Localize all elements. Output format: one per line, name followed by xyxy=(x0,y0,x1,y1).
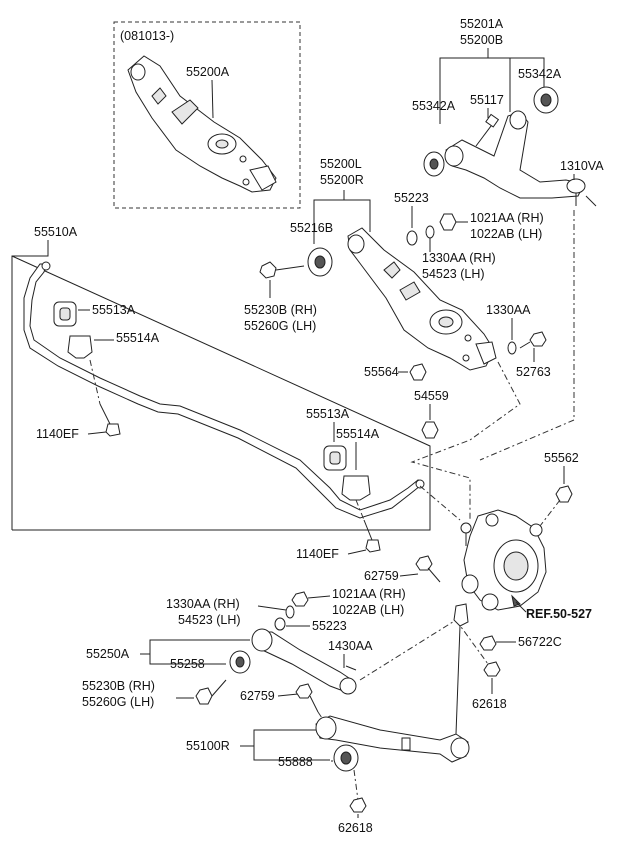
bolt-55230B-top xyxy=(259,261,305,279)
bushing-55888 xyxy=(333,744,359,772)
bolt-55117 xyxy=(475,113,500,147)
upper-arm-group: 55201A 55200B 55342A 55342A 55117 xyxy=(412,17,604,207)
bushing-55513A-left xyxy=(53,301,77,327)
label-1021AA-top: 1021AA (RH) xyxy=(470,211,544,225)
bolt-1140EF-left xyxy=(99,403,121,437)
inset-panel: (081013-) 55200A xyxy=(113,21,301,209)
label-55510A: 55510A xyxy=(34,225,78,239)
label-1330AA-low: 1330AA (RH) xyxy=(166,597,240,611)
bracket-55514A-left xyxy=(67,335,93,359)
lower-cluster: 62759 1330AA (RH) 54523 (LH) 1021AA (RH)… xyxy=(82,555,562,835)
label-55342A-right: 55342A xyxy=(518,67,562,81)
link-connectors: 54559 xyxy=(410,210,575,521)
bolt-55230B-low xyxy=(195,679,227,705)
label-55230B-top: 55230B (RH) xyxy=(244,303,317,317)
nut-1330AA-low xyxy=(285,605,295,619)
label-55514A-left: 55514A xyxy=(116,331,160,345)
label-1430AA: 1430AA xyxy=(328,639,373,653)
inset-date-code: (081013-) xyxy=(120,29,174,43)
bushing-55258 xyxy=(229,650,251,674)
bolt-62759-upper xyxy=(415,555,441,583)
label-55100R: 55100R xyxy=(186,739,230,753)
label-1330AA-mid: 1330AA xyxy=(486,303,531,317)
label-1022AB-low: 1022AB (LH) xyxy=(332,603,404,617)
label-62759-upper: 62759 xyxy=(364,569,399,583)
label-55200L: 55200L xyxy=(320,157,362,171)
label-55200B: 55200B xyxy=(460,33,503,47)
label-54559: 54559 xyxy=(414,389,449,403)
washer-55223-top xyxy=(406,230,418,246)
label-1140EF-left: 1140EF xyxy=(36,427,79,441)
label-55514A-right: 55514A xyxy=(336,427,380,441)
bushing-55513A-right xyxy=(323,445,347,471)
bolt-52763 xyxy=(519,331,547,349)
label-55260G-top: 55260G (LH) xyxy=(244,319,316,333)
label-55888: 55888 xyxy=(278,755,313,769)
nut-1021AA-top xyxy=(439,213,457,231)
label-55117: 55117 xyxy=(470,93,504,107)
bushing-55216B xyxy=(307,247,333,277)
link-55250A xyxy=(251,628,357,695)
label-62759-lower: 62759 xyxy=(240,689,275,703)
nut-62618-lower xyxy=(349,797,367,813)
label-1021AA-low: 1021AA (RH) xyxy=(332,587,406,601)
label-55216B: 55216B xyxy=(290,221,333,235)
label-1022AB-top: 1022AB (LH) xyxy=(470,227,542,241)
mid-hardware-group: 55223 1021AA (RH) 1022AB (LH) 1330AA (RH… xyxy=(394,191,544,281)
knuckle-group: REF.50-527 55562 xyxy=(460,451,592,621)
label-54523-low: 54523 (LH) xyxy=(178,613,241,627)
label-55201A: 55201A xyxy=(460,17,504,31)
inset-lower-arm xyxy=(127,55,277,193)
label-55223-top: 55223 xyxy=(394,191,429,205)
label-55513A-right: 55513A xyxy=(306,407,350,421)
label-1140EF-right: 1140EF xyxy=(296,547,339,561)
lower-arm-group: 55200L 55200R 55216B 55230B (RH) 55260G … xyxy=(244,157,551,381)
label-55342A-left: 55342A xyxy=(412,99,456,113)
label-52763: 52763 xyxy=(516,365,551,379)
label-55223-low: 55223 xyxy=(312,619,347,633)
stabilizer-bar-group: 55510A 55513A 55514A 1140EF 55513A xyxy=(11,225,431,561)
label-55230B-low: 55230B (RH) xyxy=(82,679,155,693)
nut-56722C xyxy=(479,635,497,651)
nut-55562 xyxy=(555,485,573,503)
label-1310VA: 1310VA xyxy=(560,159,604,173)
label-55260G-low: 55260G (LH) xyxy=(82,695,154,709)
nut-1330AA-top xyxy=(425,225,435,239)
nut-55564 xyxy=(409,363,427,381)
label-55513A-left: 55513A xyxy=(92,303,136,317)
nut-54559 xyxy=(421,421,439,439)
ball-joint-1310VA xyxy=(566,178,597,207)
label-62618-lower: 62618 xyxy=(338,821,373,835)
washer-55223-low xyxy=(274,617,286,631)
bushing-55342A-right xyxy=(533,86,559,114)
label-62618-upper: 62618 xyxy=(472,697,507,711)
nut-62618-upper xyxy=(483,661,501,677)
label-54523-top: 54523 (LH) xyxy=(422,267,485,281)
bracket-55514A-right xyxy=(341,475,371,501)
label-55200R: 55200R xyxy=(320,173,364,187)
label-55200A: 55200A xyxy=(186,65,230,79)
label-1330AA-top: 1330AA (RH) xyxy=(422,251,496,265)
bushing-55342A-left xyxy=(423,151,445,177)
label-55258: 55258 xyxy=(170,657,205,671)
bolt-62759-lower xyxy=(295,683,319,713)
label-55562: 55562 xyxy=(544,451,579,465)
nut-1330AA-mid xyxy=(507,341,517,355)
ref-label: REF.50-527 xyxy=(526,607,592,621)
label-55250A: 55250A xyxy=(86,647,130,661)
label-55564: 55564 xyxy=(364,365,399,379)
lower-arm-55100R xyxy=(315,715,470,763)
nut-1021AA-low xyxy=(291,591,309,607)
bolt-1140EF-right xyxy=(363,519,381,553)
label-56722C: 56722C xyxy=(518,635,562,649)
